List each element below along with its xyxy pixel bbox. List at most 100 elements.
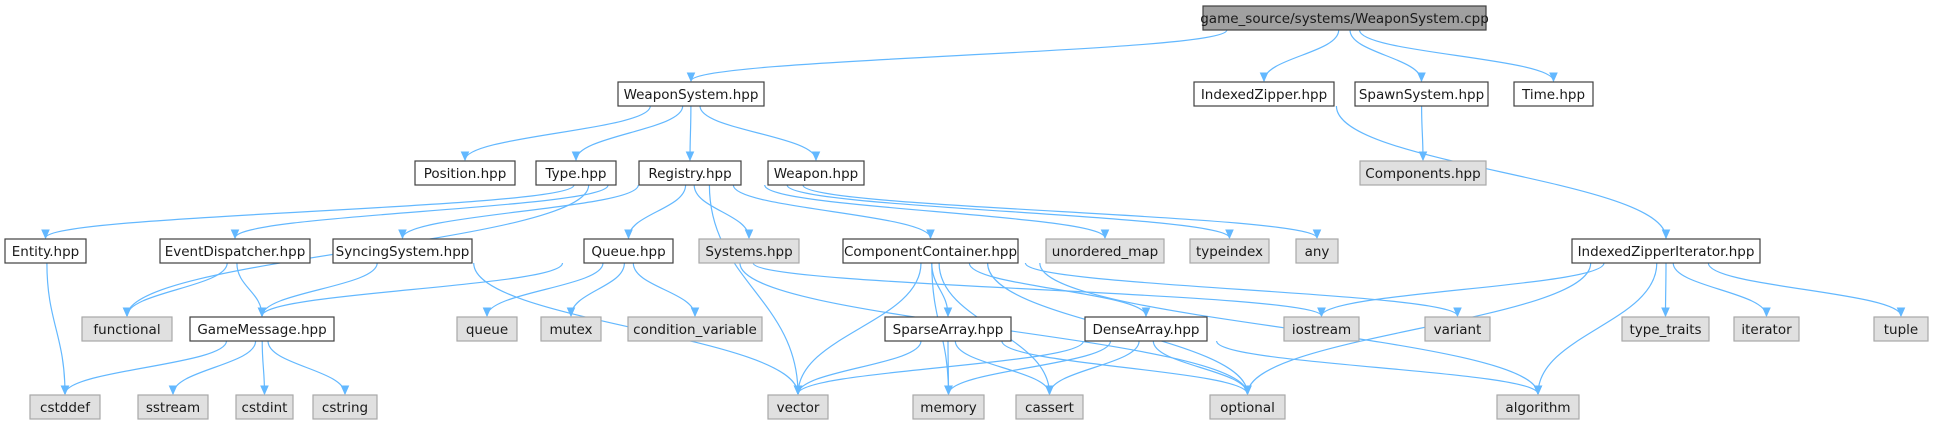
node-box: [1193, 81, 1335, 107]
node-cstring: cstring: [312, 394, 378, 420]
node-label: memory: [920, 400, 976, 416]
node-functional: functional: [81, 316, 173, 342]
node-label: Type.hpp: [545, 166, 607, 182]
node-type-hpp[interactable]: Type.hpp: [535, 160, 617, 186]
dependency-edges: [46, 29, 1902, 394]
edge-componentcontainer_hpp-to-vector: [798, 262, 922, 394]
node-cassert: cassert: [1015, 394, 1084, 420]
node-box: [698, 238, 800, 264]
edge-indexedzipperiterator_hpp-to-tuple: [1707, 262, 1901, 316]
node-label: SyncingSystem.hpp: [336, 244, 470, 260]
edge-registry_hpp-to-queue_hpp: [629, 184, 687, 238]
edge-sparsearray_hpp-to-cassert: [954, 340, 1049, 394]
node-condition-variable: condition_variable: [627, 316, 763, 342]
edge-registry_hpp-to-any: [802, 184, 1317, 238]
node-label: DenseArray.hpp: [1092, 322, 1199, 338]
node-label: cstdint: [242, 400, 288, 416]
node-vector: vector: [767, 394, 829, 420]
edge-gamemessage_hpp-to-cstdint: [262, 340, 264, 394]
node-label: cassert: [1025, 400, 1074, 416]
node-any: any: [1295, 238, 1339, 264]
edge-registry_hpp-to-systems_hpp: [693, 184, 749, 238]
edge-registry_hpp-to-typeindex: [786, 184, 1229, 238]
edge-densearray_hpp-to-vector: [798, 340, 1084, 394]
node-syncingsystem-hpp[interactable]: SyncingSystem.hpp: [332, 238, 473, 264]
node-variant: variant: [1424, 316, 1491, 342]
edge-componentcontainer_hpp-to-sparsearray_hpp: [931, 262, 948, 316]
node-box: [1733, 316, 1800, 342]
node-eventdispatcher-hpp[interactable]: EventDispatcher.hpp: [159, 238, 311, 264]
edge-densearray_hpp-to-algorithm: [1216, 340, 1538, 394]
edge-indexedzipper_hpp-to-indexedzipperiterator_hpp: [1335, 105, 1666, 238]
node-box: [617, 81, 765, 107]
node-label: Position.hpp: [424, 166, 507, 182]
node-gamemessage-hpp[interactable]: GameMessage.hpp: [189, 316, 335, 342]
node-box: [1015, 394, 1084, 420]
node-position-hpp[interactable]: Position.hpp: [414, 160, 516, 186]
node-algorithm: algorithm: [1496, 394, 1580, 420]
node-box: [189, 316, 335, 342]
node-box: [1283, 316, 1360, 342]
edge-sparsearray_hpp-to-vector: [798, 340, 922, 394]
node-typeindex: typeindex: [1189, 238, 1270, 264]
edge-indexedzipperiterator_hpp-to-optional: [1248, 262, 1592, 394]
node-box: [638, 160, 742, 186]
node-label: cstddef: [40, 400, 91, 416]
node-label: type_traits: [1629, 322, 1701, 338]
node-iterator: iterator: [1733, 316, 1800, 342]
edge-gamemessage_hpp-to-cstddef: [65, 340, 228, 394]
edge-sparsearray_hpp-to-optional: [1001, 340, 1248, 394]
node-label: unordered_map: [1052, 244, 1158, 260]
node-label: Entity.hpp: [12, 244, 79, 260]
node-sstream: sstream: [137, 394, 209, 420]
node-box: [1084, 316, 1208, 342]
node-box: [884, 316, 1012, 342]
node-label: optional: [1220, 400, 1275, 416]
node-label: Registry.hpp: [648, 166, 731, 182]
node-box: [1189, 238, 1270, 264]
node-label: GameMessage.hpp: [197, 322, 326, 338]
node-time-hpp[interactable]: Time.hpp: [1513, 81, 1594, 107]
edge-eventdispatcher_hpp-to-gamemessage_hpp: [236, 262, 262, 316]
edge-root-to-time_hpp: [1358, 29, 1554, 81]
node-unordered-map: unordered_map: [1045, 238, 1165, 264]
edge-weaponsystem_hpp-to-weapon_hpp: [699, 105, 816, 160]
node-queue-hpp[interactable]: Queue.hpp: [583, 238, 674, 264]
node-label: Queue.hpp: [591, 244, 665, 260]
node-weaponsystem-hpp[interactable]: WeaponSystem.hpp: [617, 81, 765, 107]
node-root[interactable]: game_source/systems/WeaponSystem.cpp: [1200, 5, 1489, 31]
node-box: [1359, 160, 1487, 186]
edge-densearray_hpp-to-memory: [949, 340, 1112, 394]
node-label: EventDispatcher.hpp: [165, 244, 306, 260]
node-box: [535, 160, 617, 186]
node-label: cstring: [322, 400, 368, 416]
edge-registry_hpp-to-unordered_map: [764, 184, 1105, 238]
node-box: [414, 160, 516, 186]
node-box: [627, 316, 763, 342]
edge-root-to-weaponsystem_hpp: [691, 29, 1228, 81]
node-componentcontainer-hpp[interactable]: ComponentContainer.hpp: [842, 238, 1019, 264]
node-indexedzipperiterator-hpp[interactable]: IndexedZipperIterator.hpp: [1571, 238, 1761, 264]
dependency-nodes: game_source/systems/WeaponSystem.cppWeap…: [4, 5, 1929, 420]
node-registry-hpp[interactable]: Registry.hpp: [638, 160, 742, 186]
node-box: [4, 238, 87, 264]
node-label: IndexedZipperIterator.hpp: [1578, 244, 1755, 260]
node-label: ComponentContainer.hpp: [844, 244, 1017, 260]
node-spawnsystem-hpp[interactable]: SpawnSystem.hpp: [1354, 81, 1489, 107]
edge-queue_hpp-to-iostream: [752, 262, 1321, 316]
node-label: game_source/systems/WeaponSystem.cpp: [1200, 11, 1489, 27]
node-densearray-hpp[interactable]: DenseArray.hpp: [1084, 316, 1208, 342]
node-sparsearray-hpp[interactable]: SparseArray.hpp: [884, 316, 1012, 342]
node-cstddef: cstddef: [29, 394, 101, 420]
node-box: [540, 316, 602, 342]
edge-registry_hpp-to-eventdispatcher_hpp: [235, 184, 609, 238]
edge-indexedzipperiterator_hpp-to-iostream: [1322, 262, 1605, 316]
node-weapon-hpp[interactable]: Weapon.hpp: [767, 160, 865, 186]
node-box: [842, 238, 1019, 264]
edge-root-to-indexedzipper_hpp: [1264, 29, 1340, 81]
node-box: [1621, 316, 1710, 342]
node-entity-hpp[interactable]: Entity.hpp: [4, 238, 87, 264]
node-components-hpp: Components.hpp: [1359, 160, 1487, 186]
node-indexedzipper-hpp[interactable]: IndexedZipper.hpp: [1193, 81, 1335, 107]
